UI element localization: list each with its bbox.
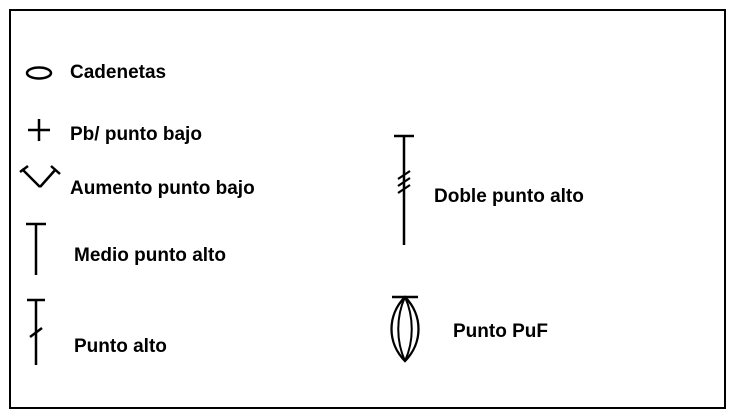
punto-puf-icon	[390, 295, 420, 363]
cadeneta-oval-icon	[25, 66, 53, 80]
legend-label-medio-punto-alto: Medio punto alto	[74, 245, 226, 266]
legend-label-doble-punto-alto: Doble punto alto	[434, 186, 584, 207]
legend-label-cadenetas: Cadenetas	[70, 62, 167, 83]
legend-label-punto-puf: Punto PuF	[453, 321, 548, 342]
legend-label-aumento: Aumento punto bajo	[70, 178, 255, 199]
aumento-v-icon	[19, 165, 61, 188]
medio-punto-alto-t-icon	[26, 222, 46, 275]
punto-alto-t-slash-icon	[27, 298, 45, 365]
legend-label-punto-bajo: Pb/ punto bajo	[70, 124, 202, 145]
legend-frame	[9, 9, 726, 409]
legend-label-punto-alto: Punto alto	[74, 336, 167, 357]
doble-punto-alto-icon	[394, 134, 414, 245]
punto-bajo-plus-icon	[28, 119, 50, 141]
